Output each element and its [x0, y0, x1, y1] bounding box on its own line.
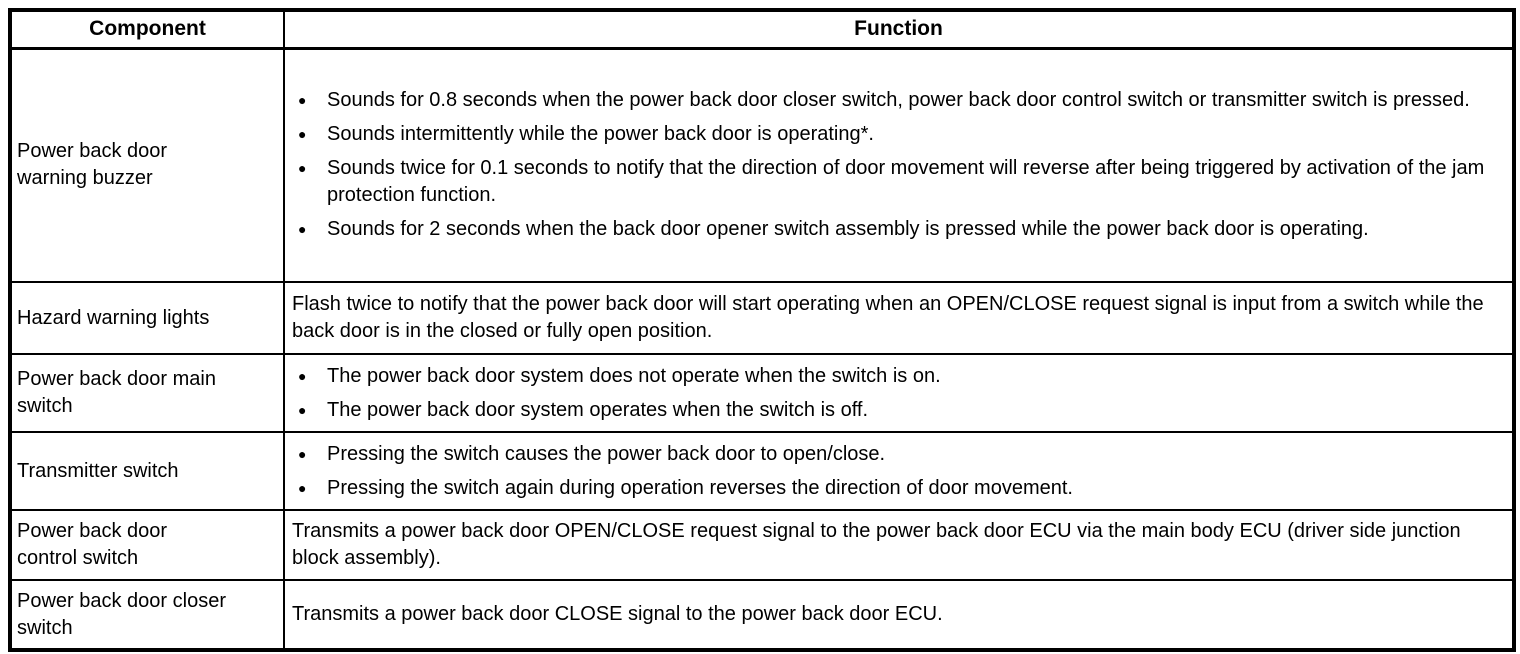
function-cell: ● Pressing the switch causes the power b… — [283, 431, 1515, 511]
bullet-item: ● The power back door system does not op… — [285, 363, 1502, 390]
bullet-item: ● Sounds intermittently while the power … — [285, 121, 1502, 148]
component-function-table: Component Function Power back door warni… — [8, 8, 1516, 652]
table-header-row: Component Function — [9, 9, 1515, 50]
bullet-text: Sounds intermittently while the power ba… — [327, 123, 874, 146]
bullet-text: Sounds twice for 0.1 seconds to notify t… — [327, 157, 1485, 207]
component-cell: Transmitter switch — [9, 431, 285, 511]
component-cell: Power back door closer switch — [9, 579, 285, 651]
bullet-item: ● Pressing the switch again during opera… — [285, 475, 1502, 502]
bullet-item: ● The power back door system operates wh… — [285, 397, 1502, 424]
component-cell: Power back door main switch — [9, 353, 285, 433]
bullet-text: The power back door system does not oper… — [327, 364, 941, 387]
function-cell: Transmits a power back door CLOSE signal… — [283, 579, 1515, 651]
table-row-warning-buzzer: Power back door warning buzzer ● Sounds … — [9, 47, 1515, 283]
table-row-main-switch: Power back door main switch ● The power … — [9, 353, 1515, 433]
bullet-icon: ● — [298, 479, 307, 496]
function-cell: Transmits a power back door OPEN/CLOSE r… — [283, 509, 1515, 581]
bullet-item: ● Sounds for 0.8 seconds when the power … — [285, 87, 1502, 114]
bullet-icon: ● — [298, 160, 307, 177]
bullet-item: ● Sounds twice for 0.1 seconds to notify… — [285, 155, 1502, 209]
bullet-icon: ● — [298, 126, 307, 143]
table-row-control-switch: Power back door control switch Transmits… — [9, 509, 1515, 581]
bullet-item: ● Pressing the switch causes the power b… — [285, 441, 1502, 468]
component-cell: Power back door control switch — [9, 509, 285, 581]
component-cell: Hazard warning lights — [9, 281, 285, 355]
function-cell: ● The power back door system does not op… — [283, 353, 1515, 433]
table-row-transmitter-switch: Transmitter switch ● Pressing the switch… — [9, 431, 1515, 511]
bullet-text: The power back door system operates when… — [327, 398, 869, 421]
function-cell: Flash twice to notify that the power bac… — [283, 281, 1515, 355]
bullet-icon: ● — [298, 401, 307, 418]
component-cell: Power back door warning buzzer — [9, 47, 285, 283]
bullet-text: Sounds for 2 seconds when the back door … — [327, 218, 1369, 241]
bullet-icon: ● — [298, 221, 307, 238]
table-row-closer-switch: Power back door closer switch Transmits … — [9, 579, 1515, 651]
bullet-text: Pressing the switch again during operati… — [327, 476, 1073, 499]
bullet-icon: ● — [298, 92, 307, 109]
bullet-text: Pressing the switch causes the power bac… — [327, 442, 886, 465]
function-cell: ● Sounds for 0.8 seconds when the power … — [283, 47, 1515, 283]
bullet-icon: ● — [298, 445, 307, 462]
bullet-icon: ● — [298, 367, 307, 384]
bullet-item: ● Sounds for 2 seconds when the back doo… — [285, 216, 1502, 243]
table-row-hazard-warning-lights: Hazard warning lights Flash twice to not… — [9, 281, 1515, 355]
bullet-text: Sounds for 0.8 seconds when the power ba… — [327, 89, 1470, 112]
column-header-function: Function — [283, 9, 1515, 50]
column-header-component: Component — [9, 9, 285, 50]
